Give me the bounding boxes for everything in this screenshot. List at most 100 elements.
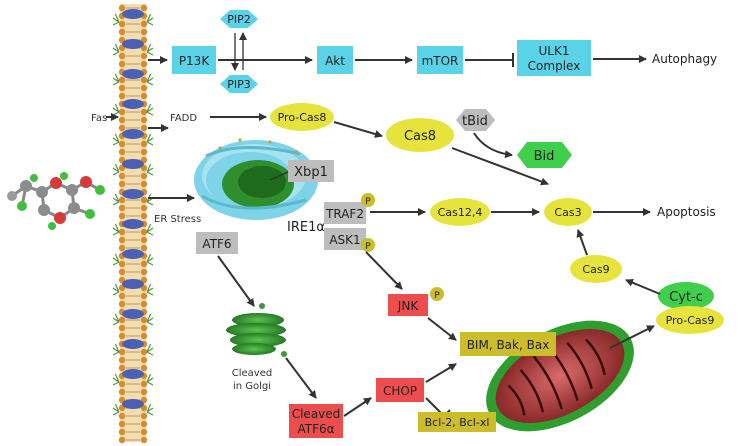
arrow-cas9-cas3 xyxy=(576,229,588,256)
glycan-branch xyxy=(112,193,120,206)
svg-text:Bcl-2, Bcl-xl: Bcl-2, Bcl-xl xyxy=(425,416,490,429)
akt-node: Akt xyxy=(317,46,353,74)
lipid-head xyxy=(118,388,126,396)
lipid-head xyxy=(118,76,126,84)
autophagy-label: Autophagy xyxy=(652,52,717,66)
lipid-head xyxy=(118,60,126,68)
arrow-jnk-bim xyxy=(427,317,457,341)
lipid-head xyxy=(140,268,148,276)
xbp1-pointer xyxy=(269,171,289,181)
cas124-node: Cas12,4 xyxy=(430,198,490,226)
glycan-branch xyxy=(146,253,154,266)
procas8-node: Pro-Cas8 xyxy=(270,103,334,131)
cell-membrane xyxy=(112,4,154,444)
cleaved-atf6a-node: Cleaved ATF6α xyxy=(289,404,343,438)
glycan-branch xyxy=(146,103,154,116)
arrow-chop-bim xyxy=(425,363,457,383)
lipid-head xyxy=(140,92,148,100)
lipid-head xyxy=(118,364,126,372)
svg-text:PIP2: PIP2 xyxy=(227,13,251,26)
membrane-protein xyxy=(122,309,144,319)
membrane-protein xyxy=(122,369,144,379)
lipid-head xyxy=(118,212,126,220)
lipid-head xyxy=(118,292,126,300)
bid-node: Bid xyxy=(517,142,572,168)
svg-text:Cyt-c: Cyt-c xyxy=(669,290,703,305)
jnk-node: JNK xyxy=(388,294,428,316)
lipid-head xyxy=(140,356,148,364)
mtor-node: mTOR xyxy=(417,46,463,74)
cas9-node: Cas9 xyxy=(570,255,622,283)
glycan-branch xyxy=(112,163,120,176)
bim-bak-bax-node: BIM, Bak, Bax xyxy=(460,332,556,356)
arrow-cas8-cas3 xyxy=(451,147,549,186)
lipid-head xyxy=(140,420,148,428)
cytc-node: Cyt-c xyxy=(658,282,714,310)
svg-text:BIM, Bak, Bax: BIM, Bak, Bax xyxy=(467,338,550,352)
lipid-head xyxy=(140,60,148,68)
lipid-head xyxy=(140,300,148,308)
lipid-head xyxy=(118,300,126,308)
svg-text:Complex: Complex xyxy=(528,59,581,73)
svg-text:Bid: Bid xyxy=(534,149,555,164)
lipid-head xyxy=(118,52,126,60)
glycan-branch xyxy=(112,103,120,116)
arrow-mito-procas9 xyxy=(609,325,655,349)
arrow-golgi-cleavedatf6 xyxy=(285,357,317,399)
glycan-branch xyxy=(146,403,154,416)
golgi-icon xyxy=(226,303,287,357)
svg-text:Pro-Cas8: Pro-Cas8 xyxy=(278,111,327,124)
cas3-node: Cas3 xyxy=(544,198,592,226)
lipid-head xyxy=(140,28,148,36)
membrane-protein xyxy=(122,339,144,349)
glycan-branch xyxy=(112,73,120,86)
lipid-head xyxy=(118,380,126,388)
lipid-head xyxy=(140,388,148,396)
pip-equilibrium-arrows xyxy=(231,32,247,71)
ulk1-complex-node: ULK1 Complex xyxy=(517,40,591,76)
bcl2-bclxl-node: Bcl-2, Bcl-xl xyxy=(418,412,496,432)
lipid-head xyxy=(140,228,148,236)
chop-node: CHOP xyxy=(376,378,424,402)
lipid-head xyxy=(140,76,148,84)
lipid-head xyxy=(140,148,148,156)
glycan-branch xyxy=(112,313,120,326)
glycan-branch xyxy=(112,343,120,356)
glycan-branch xyxy=(112,373,120,386)
er-stress-label: ER Stress xyxy=(154,214,201,225)
lipid-head xyxy=(118,332,126,340)
svg-text:tBid: tBid xyxy=(462,114,488,129)
svg-text:Cas12,4: Cas12,4 xyxy=(438,206,483,219)
lipid-head xyxy=(140,236,148,244)
glycan-branch xyxy=(112,253,120,266)
lipid-head xyxy=(140,316,148,324)
svg-text:Cas8: Cas8 xyxy=(404,129,436,144)
membrane-protein xyxy=(122,9,144,19)
jnk-phospho-badge: P xyxy=(430,287,444,301)
svg-text:P13K: P13K xyxy=(179,54,211,68)
svg-text:ATF6: ATF6 xyxy=(202,237,231,251)
glycan-branch xyxy=(146,343,154,356)
arrow-tbid-bid xyxy=(473,132,513,159)
lipid-head xyxy=(118,420,126,428)
glycan-branch xyxy=(146,13,154,26)
svg-text:CHOP: CHOP xyxy=(383,384,417,398)
membrane-protein xyxy=(122,189,144,199)
tbid-node: tBid xyxy=(456,109,495,131)
glycan-branch xyxy=(112,223,120,236)
membrane-protein xyxy=(122,219,144,229)
golgi-label-line1: Cleaved xyxy=(232,368,272,379)
svg-text:Cleaved: Cleaved xyxy=(292,407,341,421)
lipid-head xyxy=(140,436,148,444)
lipid-head xyxy=(140,20,148,28)
svg-text:P: P xyxy=(434,291,440,301)
lipid-head xyxy=(118,4,126,12)
svg-text:ULK1: ULK1 xyxy=(539,44,570,58)
lipid-head xyxy=(140,180,148,188)
atf6-node: ATF6 xyxy=(196,232,238,254)
lipid-head xyxy=(140,196,148,204)
lipid-head xyxy=(118,244,126,252)
lipid-head xyxy=(118,236,126,244)
